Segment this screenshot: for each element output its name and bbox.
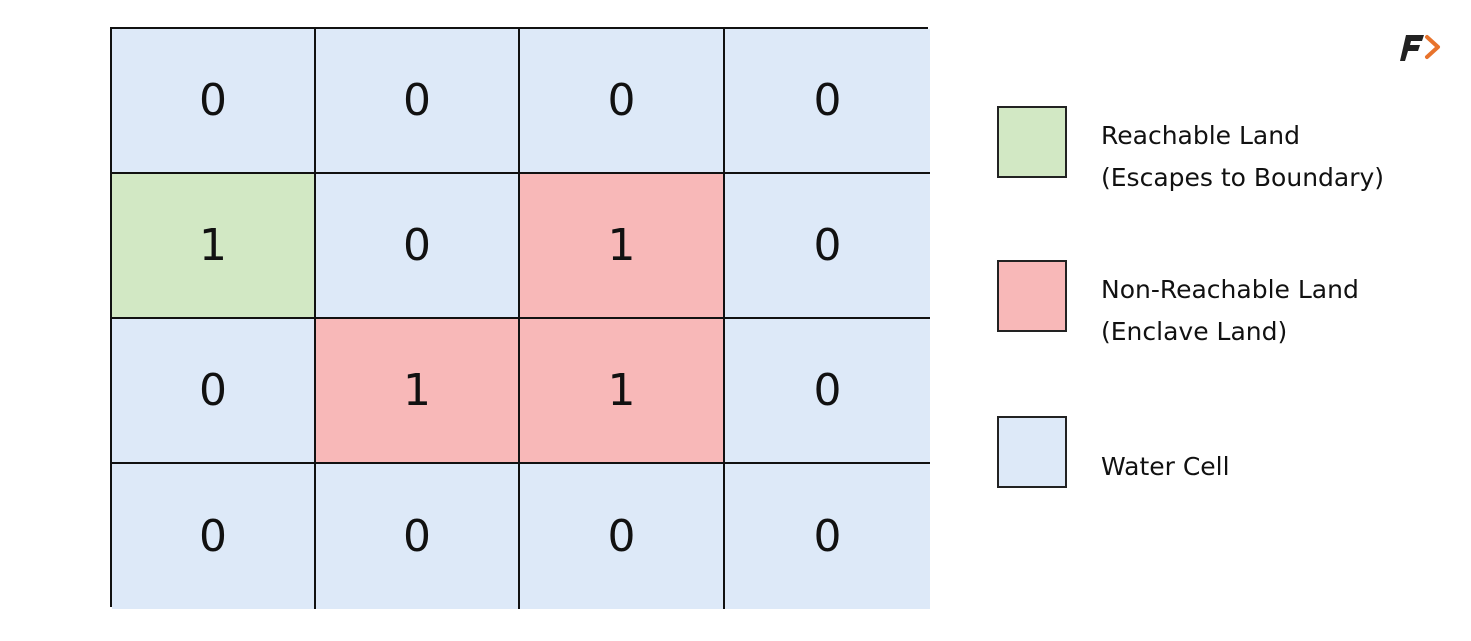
grid-cell-water: 0 xyxy=(112,29,316,174)
grid-cell-water: 0 xyxy=(316,464,520,609)
legend-label: Reachable Land xyxy=(1101,121,1300,150)
legend-sublabel: (Enclave Land) xyxy=(1101,317,1288,346)
grid-cell-enclave: 1 xyxy=(316,319,520,464)
grid-cell-enclave: 1 xyxy=(520,319,725,464)
grid-cell-water: 0 xyxy=(316,174,520,319)
legend-swatch-enclave xyxy=(997,260,1067,332)
legend-sublabel: (Escapes to Boundary) xyxy=(1101,163,1385,192)
grid-cell-water: 0 xyxy=(112,464,316,609)
legend-swatch-water xyxy=(997,416,1067,488)
grid-cell-water: 0 xyxy=(725,319,930,464)
grid-cell-reachable: 1 xyxy=(112,174,316,319)
grid-cell-water: 0 xyxy=(520,29,725,174)
grid-cell-water: 0 xyxy=(725,174,930,319)
grid-cell-enclave: 1 xyxy=(520,174,725,319)
legend-label: Non-Reachable Land xyxy=(1101,275,1359,304)
legend-swatch-reachable xyxy=(997,106,1067,178)
grid-cell-water: 0 xyxy=(725,464,930,609)
grid-cell-water: 0 xyxy=(316,29,520,174)
grid-cell-water: 0 xyxy=(112,319,316,464)
grid-cell-water: 0 xyxy=(725,29,930,174)
grid-cell-water: 0 xyxy=(520,464,725,609)
legend-label: Water Cell xyxy=(1101,452,1230,481)
brand-logo-icon xyxy=(1400,35,1440,61)
